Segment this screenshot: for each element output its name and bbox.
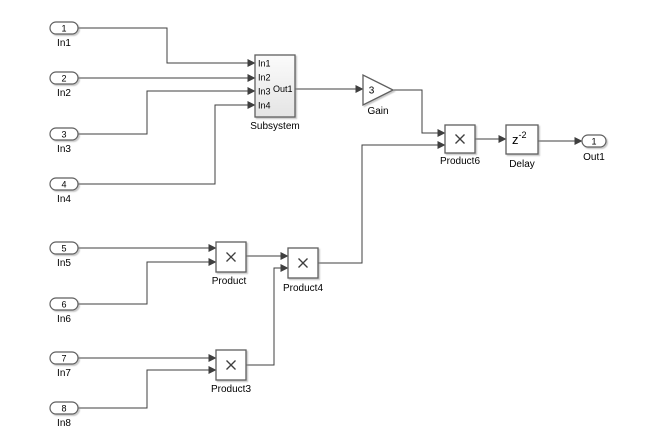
inport-in4-label: In4 <box>57 194 71 205</box>
outport-out1[interactable]: 1 Out1 <box>581 134 607 163</box>
outport-out1-label: Out1 <box>583 152 605 163</box>
inport-in7[interactable]: 7 In7 <box>49 351 79 379</box>
delay-shape[interactable] <box>505 124 539 155</box>
wire-in6-to-product[interactable] <box>78 258 217 305</box>
subsystem-port-in4-label: In4 <box>258 101 271 111</box>
inport-in5-number: 5 <box>61 244 66 254</box>
inport-in1-label: In1 <box>57 38 71 49</box>
inport-in2-number: 2 <box>61 74 66 84</box>
inport-in8-label: In8 <box>57 418 71 429</box>
product3-block[interactable]: Product3 <box>211 349 251 395</box>
outport-out1-shape[interactable] <box>581 134 607 148</box>
inport-in7-shape[interactable] <box>49 351 79 365</box>
wire-product3-to-product4[interactable] <box>246 264 289 366</box>
subsystem-port-in3-label: In3 <box>258 87 271 97</box>
product6-block[interactable]: Product6 <box>440 124 480 167</box>
product4-name: Product4 <box>283 283 323 294</box>
inport-in3-shape[interactable] <box>49 127 79 141</box>
inport-in1-number: 1 <box>61 24 66 34</box>
multiply-icon <box>298 258 308 268</box>
subsystem-port-in1-label: In1 <box>258 59 271 69</box>
wire-product4-to-product6[interactable] <box>318 141 446 264</box>
inport-in3-number: 3 <box>61 130 66 140</box>
product4-block[interactable]: Product4 <box>283 247 323 294</box>
inport-in6-shape[interactable] <box>49 297 79 311</box>
outport-out1-number: 1 <box>591 137 596 147</box>
inport-in8-shape[interactable] <box>49 401 79 415</box>
inport-in3[interactable]: 3 In3 <box>49 127 79 155</box>
product3-name: Product3 <box>211 384 251 395</box>
inport-in7-label: In7 <box>57 368 71 379</box>
wire-gain-to-product6[interactable] <box>393 89 446 137</box>
inport-in4[interactable]: 4 In4 <box>49 177 79 205</box>
subsystem-port-out1-label: Out1 <box>273 84 293 94</box>
inport-in5-shape[interactable] <box>49 241 79 255</box>
product6-shape[interactable] <box>444 124 476 154</box>
multiply-icon <box>226 252 236 262</box>
delay-block[interactable]: z-2 Delay <box>505 124 539 170</box>
gain-value: 3 <box>369 86 375 97</box>
inport-in2-shape[interactable] <box>49 71 79 85</box>
product-name: Product <box>212 276 247 287</box>
inport-in8-number: 8 <box>61 404 66 414</box>
wire-in8-to-product3[interactable] <box>78 366 217 409</box>
inport-in4-number: 4 <box>61 180 66 190</box>
inport-in6-label: In6 <box>57 314 71 325</box>
delay-expression: z-2 <box>512 130 527 147</box>
gain-block[interactable]: 3 Gain <box>362 73 395 117</box>
subsystem-port-in2-label: In2 <box>258 73 271 83</box>
subsystem-block[interactable]: In1 In2 In3 In4 Out1 Subsystem <box>250 54 300 132</box>
gain-triangle[interactable] <box>362 73 395 107</box>
multiply-icon <box>455 134 465 144</box>
inport-in1-shape[interactable] <box>49 21 79 35</box>
product6-name: Product6 <box>440 156 480 167</box>
inport-in6[interactable]: 6 In6 <box>49 297 79 325</box>
subsystem-shape[interactable] <box>254 54 296 118</box>
delay-name: Delay <box>509 159 535 170</box>
multiply-icon <box>226 360 236 370</box>
wire-in1-to-subsystem[interactable] <box>78 27 256 67</box>
inport-in6-number: 6 <box>61 300 66 310</box>
inport-in7-number: 7 <box>61 354 66 364</box>
inport-in1[interactable]: 1 In1 <box>49 21 79 49</box>
inport-in5-label: In5 <box>57 258 71 269</box>
inport-in2-label: In2 <box>57 88 71 99</box>
inport-in2[interactable]: 2 In2 <box>49 71 79 99</box>
gain-name: Gain <box>367 106 388 117</box>
inport-in8[interactable]: 8 In8 <box>49 401 79 429</box>
wire-in4-to-subsystem[interactable] <box>78 101 256 185</box>
product-block[interactable]: Product <box>212 241 247 287</box>
inport-in5[interactable]: 5 In5 <box>49 241 79 269</box>
subsystem-name: Subsystem <box>250 121 299 132</box>
wire-in3-to-subsystem[interactable] <box>78 87 256 135</box>
inport-in3-label: In3 <box>57 144 71 155</box>
inport-in4-shape[interactable] <box>49 177 79 191</box>
